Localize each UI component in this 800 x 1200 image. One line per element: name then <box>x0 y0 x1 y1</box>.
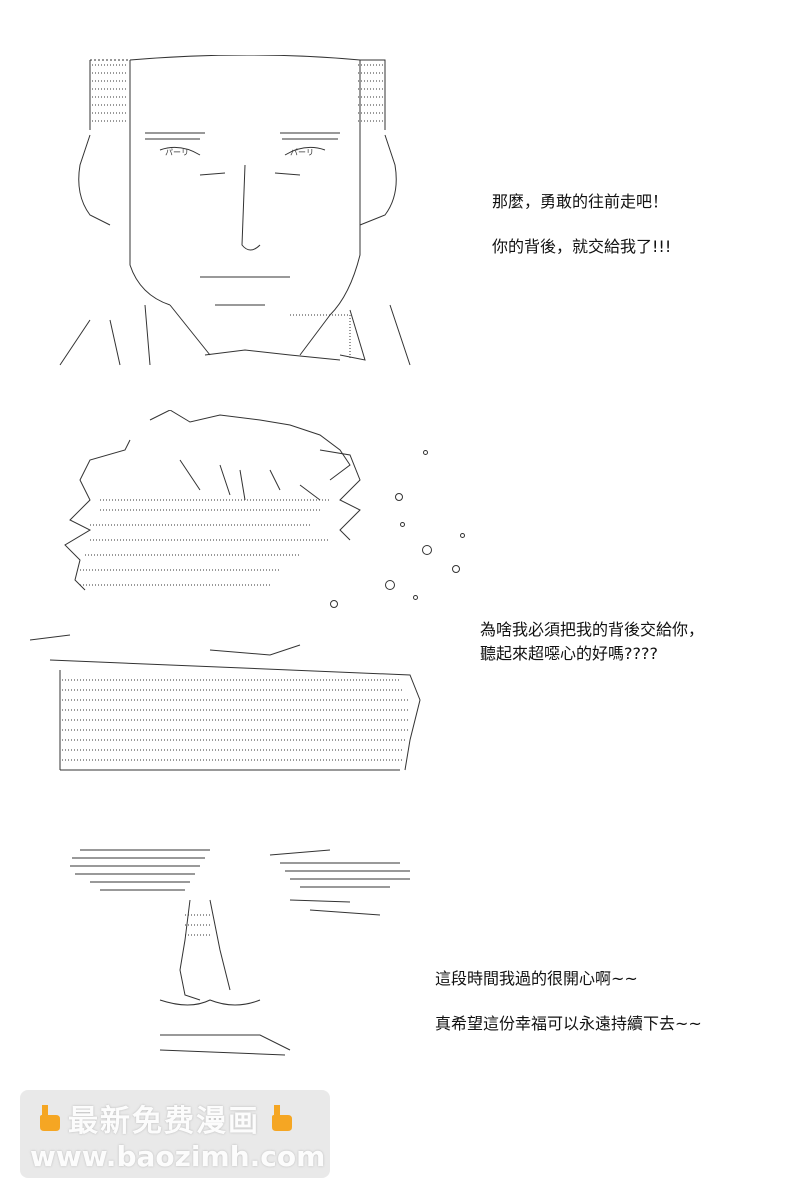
dot-decoration <box>395 493 403 501</box>
dot-decoration <box>460 533 465 538</box>
watermark-banner: 最新免费漫画 www.baozimh.com <box>20 1090 330 1178</box>
dialogue-line-2-1: 為啥我必須把我的背後交給你， <box>480 620 705 639</box>
pointing-hand-icon <box>272 1105 292 1131</box>
dialogue-line-3-1: 這段時間我過的很開心啊~~ <box>435 969 638 988</box>
panel-3: 這段時間我過的很開心啊~~ 真希望這份幸福可以永遠持續下去~~ <box>0 820 800 1100</box>
dot-decoration <box>385 580 395 590</box>
face-ascii-art-1: パーリ パーリ <box>59 55 411 366</box>
svg-text:パーリ: パーリ <box>165 148 189 157</box>
panel-1: パーリ パーリ 那麼，勇敢的往前走吧！ 你的背後，就交給我了!!! <box>0 0 800 380</box>
dot-decoration <box>452 565 460 573</box>
dialogue-line-3-2: 真希望這份幸福可以永遠持續下去~~ <box>435 1014 702 1033</box>
face-ascii-art-2 <box>70 849 410 1056</box>
dialogue-line-2-2: 聽起來超噁心的好嗎???? <box>480 644 658 663</box>
dot-decoration <box>422 545 432 555</box>
pointing-hand-icon <box>40 1105 60 1131</box>
dialogue-line-1-2: 你的背後，就交給我了!!! <box>492 237 672 256</box>
dot-decoration <box>413 595 418 600</box>
svg-text:パーリ: パーリ <box>290 148 314 157</box>
panel-2: 為啥我必須把我的背後交給你， 聽起來超噁心的好嗎???? <box>0 390 800 790</box>
dialogue-line-1-1: 那麼，勇敢的往前走吧！ <box>492 192 669 211</box>
watermark-url: www.baozimh.com <box>30 1140 326 1173</box>
dot-decoration <box>330 600 338 608</box>
back-ascii-art <box>30 410 421 771</box>
dot-decoration <box>423 450 428 455</box>
dot-decoration <box>400 522 405 527</box>
watermark-title: 最新免费漫画 <box>68 1104 260 1139</box>
